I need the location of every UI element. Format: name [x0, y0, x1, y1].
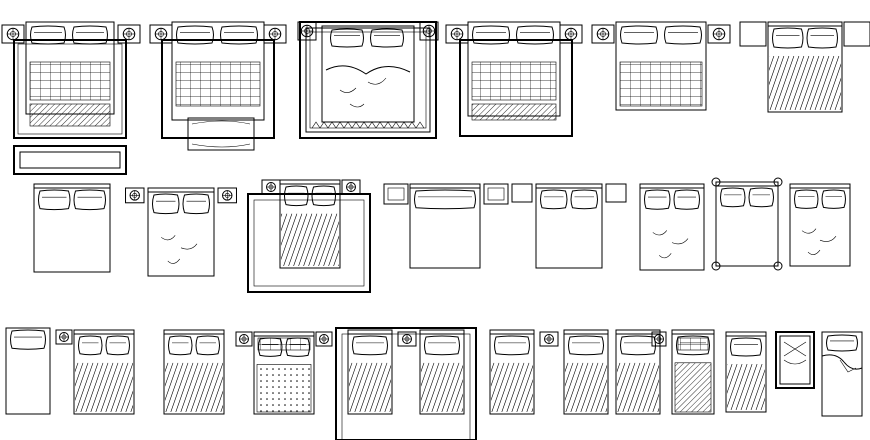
nightstand-lamp-icon [539, 331, 559, 347]
nightstand-lamp-icon [397, 331, 417, 347]
pillow-icon [644, 189, 671, 210]
bed-row3-7 [516, 330, 609, 415]
bed-row3-11 [775, 331, 815, 389]
pillow-icon [673, 189, 700, 210]
bed-row2-5 [536, 184, 603, 269]
pillow-icon [10, 329, 46, 350]
pillow-icon [730, 337, 762, 357]
pillow-icon [821, 189, 846, 209]
nightstand-lamp-icon [445, 24, 469, 44]
pillow-icon [176, 25, 214, 45]
bed-row2-7 [712, 178, 783, 271]
pillow-icon [414, 189, 476, 210]
nightstand-lamp-icon [261, 179, 281, 195]
bed-row3-3 [116, 330, 225, 415]
bed-row1-4 [460, 22, 573, 137]
nightstand-lamp-icon [297, 21, 317, 41]
pillow-icon [284, 185, 309, 207]
pillow-icon [540, 189, 568, 210]
pillow-icon [352, 335, 388, 356]
pillow-icon [424, 335, 460, 356]
pillow-icon [772, 27, 804, 49]
nightstand-lamp-icon [341, 179, 361, 195]
bed-row2-3-inner [229, 180, 341, 269]
nightstand-lamp-icon [117, 24, 141, 44]
bed-row2-4-stands [383, 183, 509, 205]
nightstand-lamp-icon [651, 331, 667, 347]
pillow-icon [720, 187, 746, 208]
bed-row3-12 [821, 331, 863, 417]
pillow-icon [472, 25, 510, 45]
pillow-icon [72, 25, 108, 45]
nightstand-lamp-icon [1, 24, 25, 44]
nightstand-lamp-icon [55, 329, 73, 345]
pillow-icon [676, 335, 710, 356]
pillow-icon [620, 335, 656, 356]
nightstand-lamp-icon [149, 24, 173, 44]
pillow-icon [794, 189, 819, 209]
bed-row2-3 [247, 193, 371, 293]
pillow-icon [105, 335, 130, 356]
pillow-icon [73, 189, 106, 211]
pillow-icon [516, 25, 554, 45]
bed-row3-5-left [300, 330, 393, 415]
nightstand-lamp-icon [707, 24, 731, 44]
pillow-icon [370, 28, 404, 48]
pillow-icon [570, 189, 598, 210]
bed-row3-10 [681, 332, 767, 413]
bed-row3-4-extras [257, 337, 311, 351]
bed-row3-9 [672, 330, 715, 415]
pillow-icon [311, 185, 336, 207]
bed-row3-5 [335, 327, 477, 440]
pillow-icon [664, 25, 702, 45]
nightstand-lamp-icon [125, 187, 145, 204]
bed-row2-2 [148, 188, 215, 277]
bed-row1-2 [162, 22, 275, 151]
bed-row2-5-stands [511, 183, 627, 203]
nightstand-lamp-icon [315, 331, 333, 347]
nightstand-lamp-icon [419, 21, 439, 41]
bed-row2-4 [410, 184, 481, 269]
pillow-icon [826, 334, 858, 352]
pillow-icon [568, 335, 604, 356]
bed-row2-8 [790, 184, 851, 267]
pillow-icon [330, 28, 364, 48]
bed-row3-5-right [372, 330, 465, 415]
bed-row1-3 [299, 21, 437, 139]
pillow-icon [748, 187, 774, 208]
bed-row1-1 [14, 22, 127, 175]
bed-row3-1 [6, 328, 51, 415]
pillow-icon [30, 25, 66, 45]
bed-row2-1 [34, 184, 111, 273]
pillow-icon [195, 335, 220, 356]
bed-row1-5 [616, 22, 707, 111]
nightstand-lamp-icon [559, 24, 583, 44]
pillow-icon [168, 335, 193, 356]
bed-row3-2 [26, 330, 135, 415]
pillow-icon [152, 193, 180, 215]
nightstand-lamp-icon [263, 24, 287, 44]
bed-row1-6 [715, 22, 870, 113]
pillow-icon [38, 189, 71, 211]
pillow-icon [220, 25, 258, 45]
nightstand-lamp-icon [591, 24, 615, 44]
bed-row3-6 [442, 330, 535, 415]
pillow-icon [620, 25, 658, 45]
nightstand-lamp-icon [235, 331, 253, 347]
bench-icon [187, 117, 255, 151]
pillow-icon [78, 335, 103, 356]
pillow-icon [494, 335, 530, 356]
pillow-icon [806, 27, 838, 49]
nightstand-lamp-icon [217, 187, 237, 204]
bed-row2-6 [640, 184, 705, 271]
pillow-icon [182, 193, 210, 215]
